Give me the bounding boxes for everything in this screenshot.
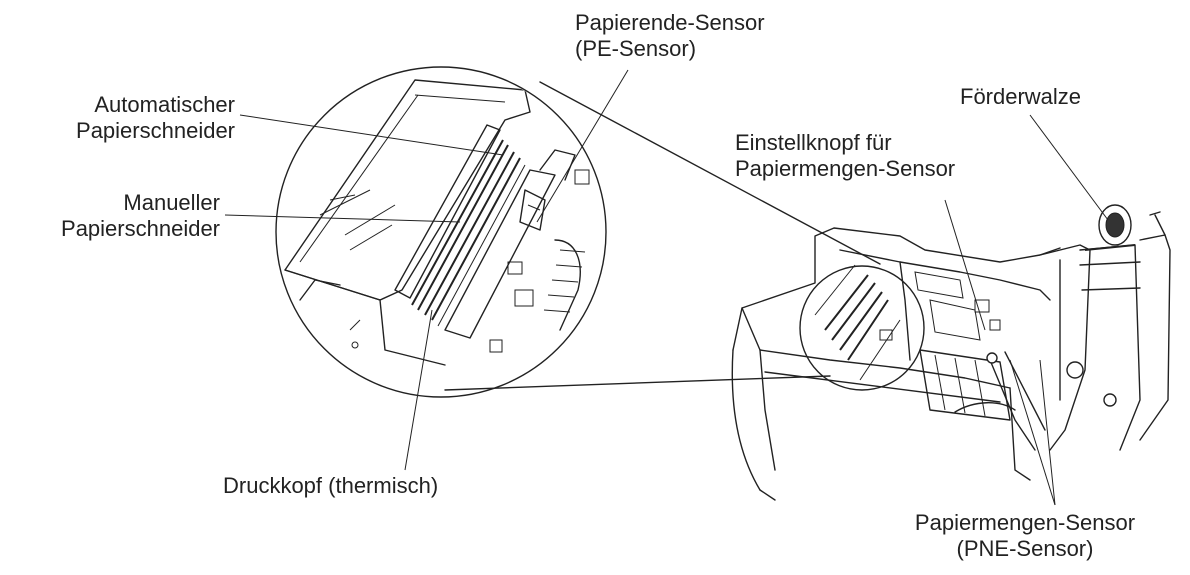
label-pne-sensor: Papiermengen-Sensor (PNE-Sensor) bbox=[914, 510, 1136, 561]
leader-print-head bbox=[404, 309, 433, 471]
printer-body bbox=[731, 204, 1171, 501]
leader-pne-sensor-b bbox=[1039, 359, 1056, 506]
magnified-view bbox=[275, 66, 607, 398]
leader-manual-cutter bbox=[224, 214, 461, 223]
label-pe-sensor: Papierende-Sensor (PE-Sensor) bbox=[575, 10, 765, 61]
leader-feed-roller bbox=[1029, 114, 1109, 221]
label-auto-cutter: Automatischer Papierschneider bbox=[76, 92, 235, 143]
leader-lines bbox=[224, 69, 1109, 506]
leader-pne-sensor-a bbox=[1009, 359, 1056, 506]
zoom-source-circle bbox=[799, 264, 925, 391]
label-feed-roller: Förderwalze bbox=[960, 84, 1082, 109]
label-manual-cutter: Manueller Papierschneider bbox=[61, 190, 220, 241]
zoom-connectors bbox=[444, 81, 881, 391]
leader-pne-knob bbox=[944, 199, 986, 331]
leader-auto-cutter bbox=[239, 114, 504, 156]
label-print-head: Druckkopf (thermisch) bbox=[223, 473, 439, 498]
leader-pe-sensor bbox=[536, 69, 629, 223]
label-pne-knob: Einstellknopf für Papiermengen-Sensor bbox=[735, 130, 956, 181]
